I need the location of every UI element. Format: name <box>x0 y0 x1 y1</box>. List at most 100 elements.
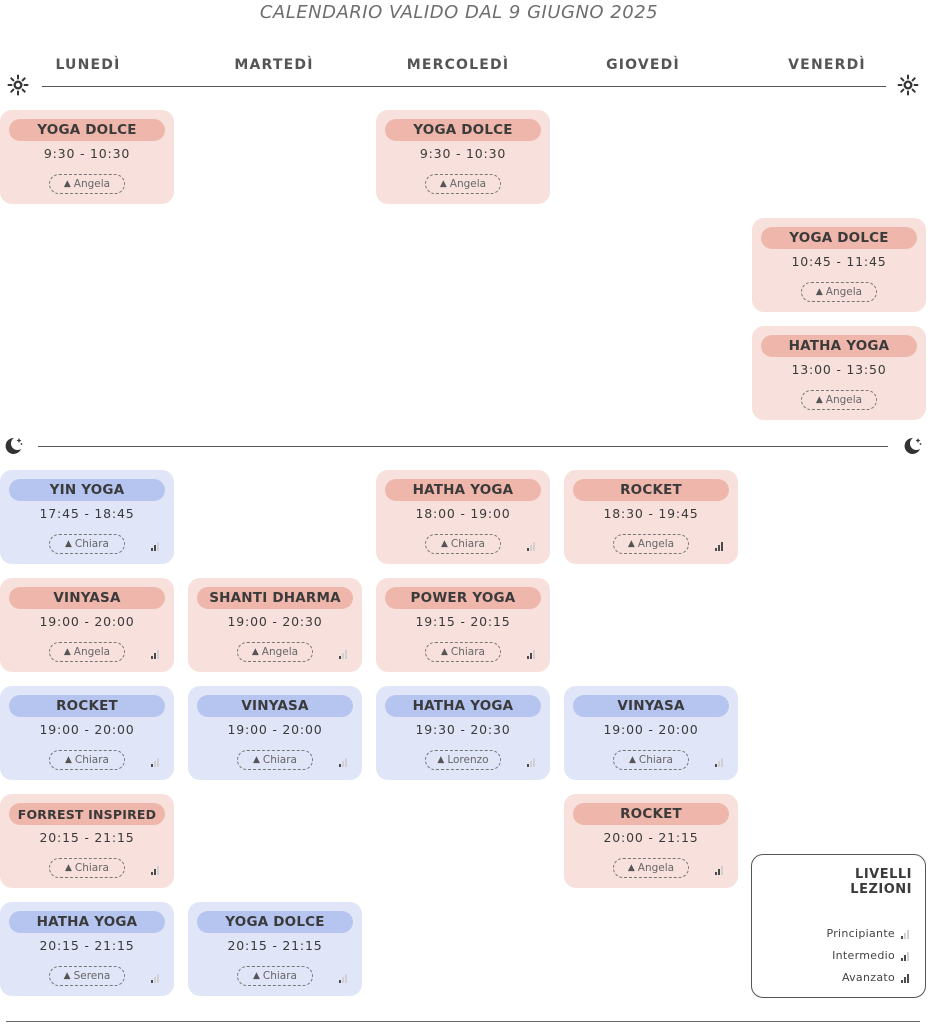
lotus-icon: ▲ <box>64 863 72 873</box>
level-icon <box>151 973 161 983</box>
morning-divider <box>42 86 886 87</box>
class-name: POWER YOGA <box>385 587 541 609</box>
class-card[interactable]: FORREST INSPIRED 20:15 - 21:15 ▲Chiara <box>0 794 174 888</box>
day-header-1: MARTEDÌ <box>234 57 314 73</box>
class-time: 19:30 - 20:30 <box>415 722 511 737</box>
legend-title-line2: LEZIONI <box>850 882 912 897</box>
lotus-icon: ▲ <box>63 179 71 189</box>
class-card[interactable]: YOGA DOLCE 9:30 - 10:30 ▲Angela <box>376 110 550 204</box>
class-name: YOGA DOLCE <box>761 227 917 249</box>
class-name: YOGA DOLCE <box>385 119 541 141</box>
teacher-badge: ▲Angela <box>49 174 125 194</box>
teacher-badge: ▲Chiara <box>237 750 313 770</box>
lotus-icon: ▲ <box>439 179 447 189</box>
class-card[interactable]: YOGA DOLCE 20:15 - 21:15 ▲Chiara <box>188 902 362 996</box>
teacher-badge: ▲Angela <box>801 390 877 410</box>
teacher-name: Chiara <box>450 538 485 550</box>
class-name: VINYASA <box>197 695 353 717</box>
teacher-name: Angela <box>825 286 863 298</box>
class-time: 13:00 - 13:50 <box>791 362 887 377</box>
class-name: HATHA YOGA <box>9 911 165 933</box>
class-card[interactable]: VINYASA 19:00 - 20:00 ▲Chiara <box>188 686 362 780</box>
teacher-badge: ▲Chiara <box>237 966 313 986</box>
teacher-badge: ▲Angela <box>49 642 125 662</box>
sun-icon <box>7 74 29 96</box>
class-time: 20:00 - 21:15 <box>603 830 699 845</box>
lotus-icon: ▲ <box>64 755 72 765</box>
class-time: 20:15 - 21:15 <box>227 938 323 953</box>
teacher-badge: ▲Angela <box>425 174 501 194</box>
class-name: VINYASA <box>9 587 165 609</box>
day-header-2: MERCOLEDÌ <box>406 57 510 73</box>
class-time: 10:45 - 11:45 <box>791 254 887 269</box>
teacher-badge: ▲Serena <box>49 966 125 986</box>
teacher-badge: ▲Angela <box>801 282 877 302</box>
class-time: 9:30 - 10:30 <box>419 146 507 161</box>
teacher-badge: ▲Angela <box>237 642 313 662</box>
day-header-3: GIOVEDÌ <box>606 57 680 73</box>
day-header-4: VENERDÌ <box>788 57 866 73</box>
class-time: 17:45 - 18:45 <box>39 506 135 521</box>
teacher-name: Chiara <box>450 646 485 658</box>
legend-label: Avanzato <box>841 971 895 984</box>
class-name: VINYASA <box>573 695 729 717</box>
class-name: HATHA YOGA <box>385 479 541 501</box>
teacher-name: Chiara <box>262 970 297 982</box>
lotus-icon: ▲ <box>815 287 823 297</box>
level-icon <box>901 973 911 983</box>
class-time: 19:00 - 20:00 <box>39 614 135 629</box>
teacher-badge: ▲Lorenzo <box>425 750 501 770</box>
level-icon <box>715 865 725 875</box>
teacher-badge: ▲Chiara <box>613 750 689 770</box>
level-icon <box>527 541 537 551</box>
teacher-badge: ▲Angela <box>613 534 689 554</box>
lotus-icon: ▲ <box>627 539 635 549</box>
teacher-name: Chiara <box>638 754 673 766</box>
teacher-name: Angela <box>825 394 863 406</box>
lotus-icon: ▲ <box>63 971 71 981</box>
teacher-name: Chiara <box>74 862 109 874</box>
legend-title-line1: LIVELLI <box>855 867 912 882</box>
class-name: ROCKET <box>573 479 729 501</box>
teacher-badge: ▲Chiara <box>49 534 125 554</box>
teacher-name: Chiara <box>74 754 109 766</box>
teacher-name: Serena <box>73 970 111 982</box>
lotus-icon: ▲ <box>252 971 260 981</box>
class-time: 20:15 - 21:15 <box>39 830 135 845</box>
class-card[interactable]: HATHA YOGA 13:00 - 13:50 ▲Angela <box>752 326 926 420</box>
level-icon <box>715 541 725 551</box>
teacher-badge: ▲Chiara <box>425 534 501 554</box>
class-card[interactable]: VINYASA 19:00 - 20:00 ▲Chiara <box>564 686 738 780</box>
legend-title: LIVELLI LEZIONI <box>792 867 912 897</box>
teacher-name: Chiara <box>262 754 297 766</box>
legend-item: Avanzato <box>842 971 911 984</box>
day-header-0: LUNEDÌ <box>55 57 121 73</box>
legend-item: Principiante <box>826 927 911 940</box>
class-time: 19:00 - 20:00 <box>227 722 323 737</box>
lotus-icon: ▲ <box>64 539 72 549</box>
class-card[interactable]: YOGA DOLCE 10:45 - 11:45 ▲Angela <box>752 218 926 312</box>
teacher-name: Angela <box>449 178 487 190</box>
class-time: 19:00 - 20:00 <box>603 722 699 737</box>
class-name: FORREST INSPIRED <box>9 803 165 825</box>
lotus-icon: ▲ <box>627 863 635 873</box>
bottom-divider <box>6 1021 920 1022</box>
class-card[interactable]: VINYASA 19:00 - 20:00 ▲Angela <box>0 578 174 672</box>
class-name: YOGA DOLCE <box>197 911 353 933</box>
teacher-name: Angela <box>73 178 111 190</box>
teacher-name: Chiara <box>74 538 109 550</box>
level-icon <box>339 649 349 659</box>
level-icon <box>151 865 161 875</box>
class-name: HATHA YOGA <box>761 335 917 357</box>
class-time: 19:00 - 20:30 <box>227 614 323 629</box>
